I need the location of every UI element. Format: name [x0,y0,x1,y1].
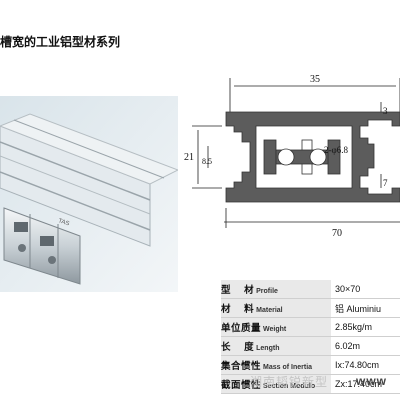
spec-label-zh: 集合惯性 [221,361,262,372]
dim-side-label: 7 [383,178,388,188]
svg-text:TAS: TAS [57,218,70,227]
page-title: 槽宽的工业铝型材系列 [0,35,121,49]
spec-label-en: Weight [263,326,287,333]
spec-label-en: Profile [256,288,278,295]
spec-label-zh: 型 材 [221,285,255,296]
spec-value: 2.85kg/m [331,317,400,337]
dim-hole-label: 2-φ6.8 [324,145,348,155]
dim-height-label: 21 [184,152,194,163]
spec-value: 6.02m [331,336,400,356]
spec-value: Ix:74.80cm [331,355,400,375]
spec-label-zh: 材 料 [221,304,255,315]
spec-label-en: Section Modulo [263,383,316,390]
spec-label-en: Length [256,345,280,352]
profile-photo: TAS [0,96,178,292]
spec-label-en: Material [256,307,283,314]
dim-top-label: 3 [383,106,388,116]
spec-label-en: Mass of Inertia [263,364,313,371]
spec-label-zh: 长 度 [221,342,255,353]
spec-value: Zx:17.40cm [331,374,400,394]
profile-drawing: 35 70 21 8.5 2-φ6.8 3 7 [182,64,400,242]
spec-label-zh: 截面惯性 [221,380,262,391]
dim-overall-label: 70 [332,228,342,239]
site-text: www [356,374,388,388]
spec-label-zh: 单位质量 [221,323,262,334]
spec-value: 铝 Aluminiu [331,298,400,318]
spec-value: 30×70 [331,280,400,299]
dim-slot-label: 8.5 [202,157,212,166]
dim-width-label: 35 [310,74,320,85]
watermark-text: 湖南韬锐新型 [250,375,329,389]
